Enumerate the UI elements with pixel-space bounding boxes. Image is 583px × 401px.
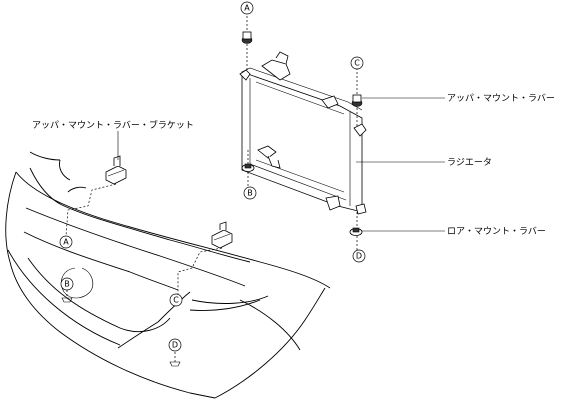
svg-text:D: D bbox=[172, 341, 178, 350]
assembly-dash-lines bbox=[65, 16, 358, 362]
front-bumper-outline bbox=[5, 151, 331, 399]
svg-text:A: A bbox=[63, 238, 69, 247]
callout-b-top: B bbox=[243, 186, 257, 200]
svg-text:D: D bbox=[356, 252, 362, 261]
upper-mount-rubber-bracket-right bbox=[211, 221, 233, 249]
bumper-fastener-marks bbox=[61, 297, 181, 367]
label-radiator: ラジエータ bbox=[447, 157, 492, 168]
upper-mount-rubber-a bbox=[241, 31, 253, 44]
callout-d-bottom: D bbox=[168, 338, 182, 352]
svg-text:A: A bbox=[244, 4, 250, 13]
svg-text:B: B bbox=[64, 280, 70, 289]
callout-b-bottom: B bbox=[60, 277, 74, 291]
svg-text:C: C bbox=[354, 59, 360, 68]
label-upper-mount-rubber-bracket: アッパ・マウント・ラバー・ブラケット bbox=[32, 119, 194, 131]
callout-c-bottom: C bbox=[169, 293, 183, 307]
lower-mount-rubber-b bbox=[241, 163, 255, 172]
callout-d-top: D bbox=[352, 249, 366, 263]
label-lower-mount-rubber: ロア・マウント・ラバー bbox=[447, 226, 546, 237]
radiator bbox=[239, 51, 367, 215]
upper-mount-rubber-c bbox=[351, 94, 363, 107]
callout-a-top: A bbox=[240, 1, 254, 15]
label-upper-mount-rubber: アッパ・マウント・ラバー bbox=[447, 93, 555, 104]
lower-mount-rubber-d bbox=[349, 227, 363, 236]
upper-mount-rubber-bracket-left bbox=[105, 155, 127, 185]
svg-text:C: C bbox=[173, 296, 179, 305]
callout-a-bottom: A bbox=[59, 235, 73, 249]
label-leaders bbox=[117, 97, 445, 232]
svg-text:B: B bbox=[247, 189, 253, 198]
callout-c-top: C bbox=[350, 56, 364, 70]
